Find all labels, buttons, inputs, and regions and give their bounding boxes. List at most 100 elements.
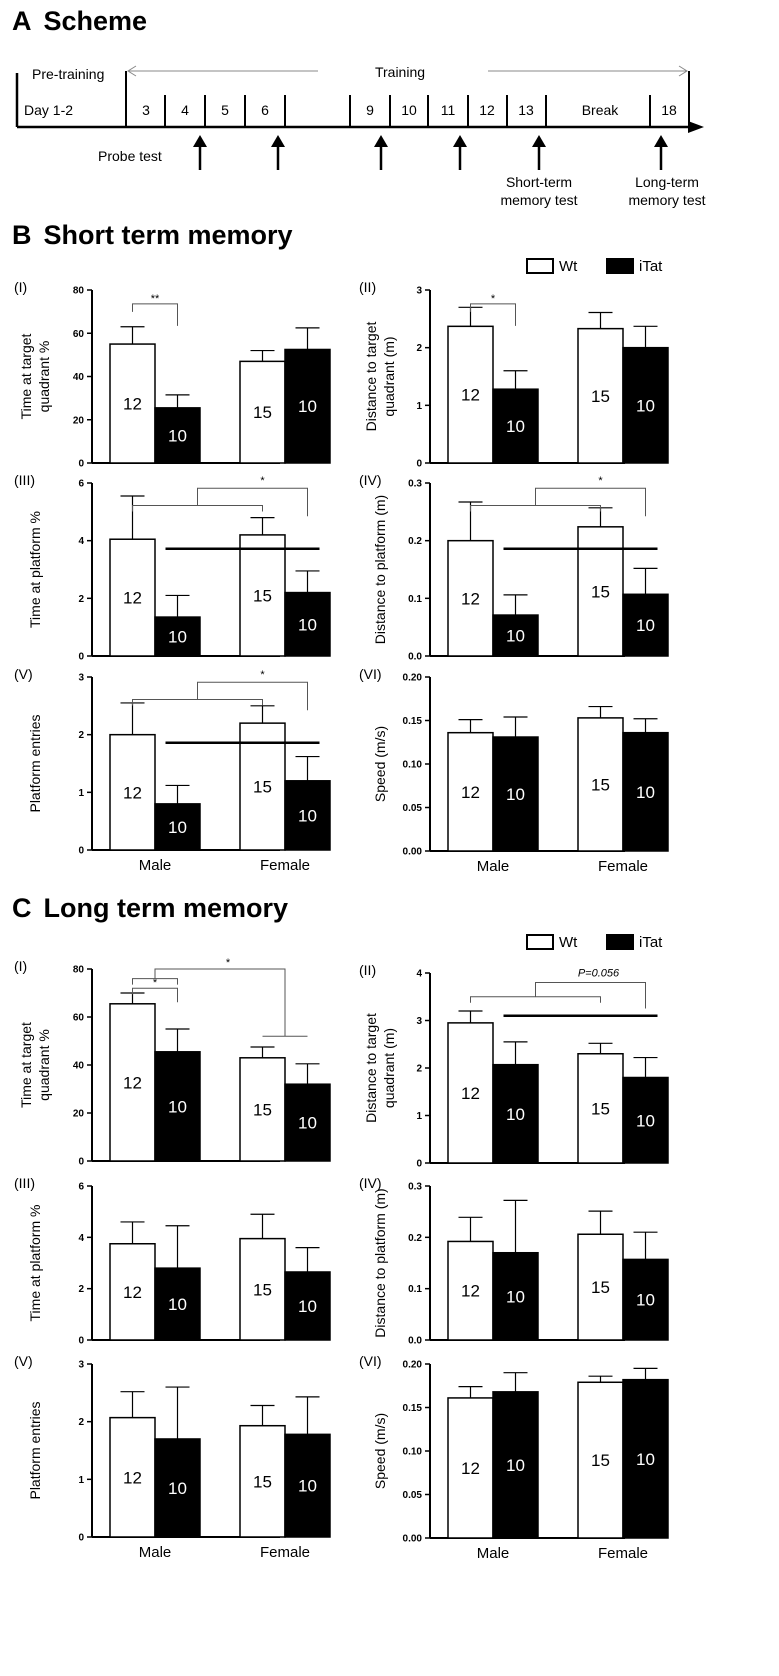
significance-bracket <box>197 681 308 711</box>
day-label: 4 <box>181 102 189 118</box>
bar-itat <box>492 1063 539 1164</box>
bar-itat <box>284 591 331 657</box>
significance-marker: * <box>260 475 265 487</box>
day-label: 3 <box>142 102 150 118</box>
y-tick-label: 2 <box>416 343 422 354</box>
y-axis-label: Time at platform % <box>27 511 43 628</box>
legend-c: Wt iTat <box>526 934 663 951</box>
day-label: 13 <box>518 102 534 118</box>
bar-itat <box>154 1438 201 1538</box>
chart-short-term-distance-platform: (IV)Distance to platform (m)0.00.10.20.3… <box>359 472 669 663</box>
y-tick-label: 2 <box>78 1417 84 1428</box>
significance-bracket <box>132 698 263 706</box>
significance-bracket <box>132 987 178 1003</box>
x-category-label: Female <box>260 857 310 874</box>
x-category-label: Female <box>598 858 648 875</box>
y-tick-label: 0.3 <box>408 479 422 490</box>
bar-itat <box>622 1378 669 1539</box>
y-tick-label: 0.10 <box>403 760 423 771</box>
bar-itat <box>622 1076 669 1164</box>
bar-n-label: 10 <box>298 397 317 416</box>
legend-swatch-wt <box>526 934 554 950</box>
bar-n-label: 10 <box>298 1297 317 1316</box>
y-tick-label: 0.05 <box>403 803 423 814</box>
y-axis-label: Distance to platform (m) <box>372 495 388 644</box>
bar-n-label: 15 <box>591 1451 610 1470</box>
y-tick-label: 0.20 <box>403 1360 423 1371</box>
bar-wt <box>447 731 494 852</box>
y-axis-label: Platform entries <box>27 1401 43 1499</box>
section-letter: C <box>12 893 32 923</box>
bar-wt <box>447 1397 494 1539</box>
day-label-first: Day 1-2 <box>24 102 73 118</box>
long-term-test-label: memory test <box>628 192 705 208</box>
bar-n-label: 15 <box>253 1100 272 1119</box>
day-label: 18 <box>661 102 677 118</box>
chart-short-term-platform-entries: (V)Platform entries01231210Male1510Femal… <box>14 666 331 874</box>
y-tick-label: 2 <box>78 730 84 741</box>
bar-itat <box>154 803 201 851</box>
bar-wt <box>239 1057 286 1162</box>
bar-wt <box>577 327 624 464</box>
y-tick-label: 1 <box>416 1111 422 1122</box>
y-tick-label: 0 <box>416 459 422 470</box>
y-tick-label: 0.2 <box>408 536 422 547</box>
legend-label-wt: Wt <box>559 934 578 951</box>
short-term-test-label: memory test <box>500 192 577 208</box>
bar-itat <box>154 407 201 464</box>
y-tick-label: 3 <box>78 673 84 684</box>
y-axis-label: Time at platform % <box>27 1205 43 1322</box>
bar-n-label: 10 <box>506 417 525 436</box>
timeline-arrowhead <box>688 121 704 133</box>
bar-n-label: 15 <box>591 775 610 794</box>
bar-n-label: 12 <box>123 395 142 414</box>
y-tick-label: 0.0 <box>408 652 422 663</box>
bar-itat <box>622 593 669 657</box>
significance-bracket <box>154 968 286 1037</box>
y-tick-label: 60 <box>73 1013 85 1024</box>
bar-n-label: 12 <box>123 589 142 608</box>
bar-wt <box>239 722 286 851</box>
significance-marker: P=0.056 <box>578 968 620 980</box>
y-axis-label: Distance to target <box>363 322 379 432</box>
x-category-label: Female <box>260 1544 310 1561</box>
panel-label: (VI) <box>359 666 382 682</box>
x-category-label: Female <box>598 1545 648 1562</box>
bar-wt <box>109 343 156 464</box>
day-label: 10 <box>401 102 417 118</box>
bar-n-label: 10 <box>168 818 187 837</box>
y-tick-label: 0.00 <box>403 847 423 858</box>
y-tick-label: 6 <box>78 1182 84 1193</box>
y-tick-label: 0 <box>78 459 84 470</box>
bar-n-label: 15 <box>253 1280 272 1299</box>
x-category-label: Male <box>477 1545 510 1562</box>
bar-n-label: 12 <box>123 783 142 802</box>
bar-itat <box>284 348 331 464</box>
legend-label-wt: Wt <box>559 258 578 275</box>
y-tick-label: 0 <box>416 1159 422 1170</box>
bar-n-label: 15 <box>591 582 610 601</box>
significance-bracket <box>470 504 601 512</box>
bar-wt <box>109 538 156 657</box>
panel-label: (I) <box>14 279 27 295</box>
y-tick-label: 6 <box>78 479 84 490</box>
bar-itat <box>154 616 201 657</box>
bar-itat <box>622 346 669 464</box>
bar-itat <box>284 1271 331 1341</box>
bar-n-label: 10 <box>168 1097 187 1116</box>
bar-itat <box>492 388 539 464</box>
y-tick-label: 0.2 <box>408 1233 422 1244</box>
panel-label: (II) <box>359 279 376 295</box>
bar-n-label: 10 <box>298 806 317 825</box>
bar-wt <box>577 1053 624 1164</box>
significance-marker: * <box>226 957 231 969</box>
y-tick-label: 0.15 <box>403 1403 423 1414</box>
section-letter: A <box>12 6 32 36</box>
bar-itat <box>492 736 539 852</box>
significance-bracket <box>535 487 646 517</box>
y-tick-label: 0.10 <box>403 1447 423 1458</box>
